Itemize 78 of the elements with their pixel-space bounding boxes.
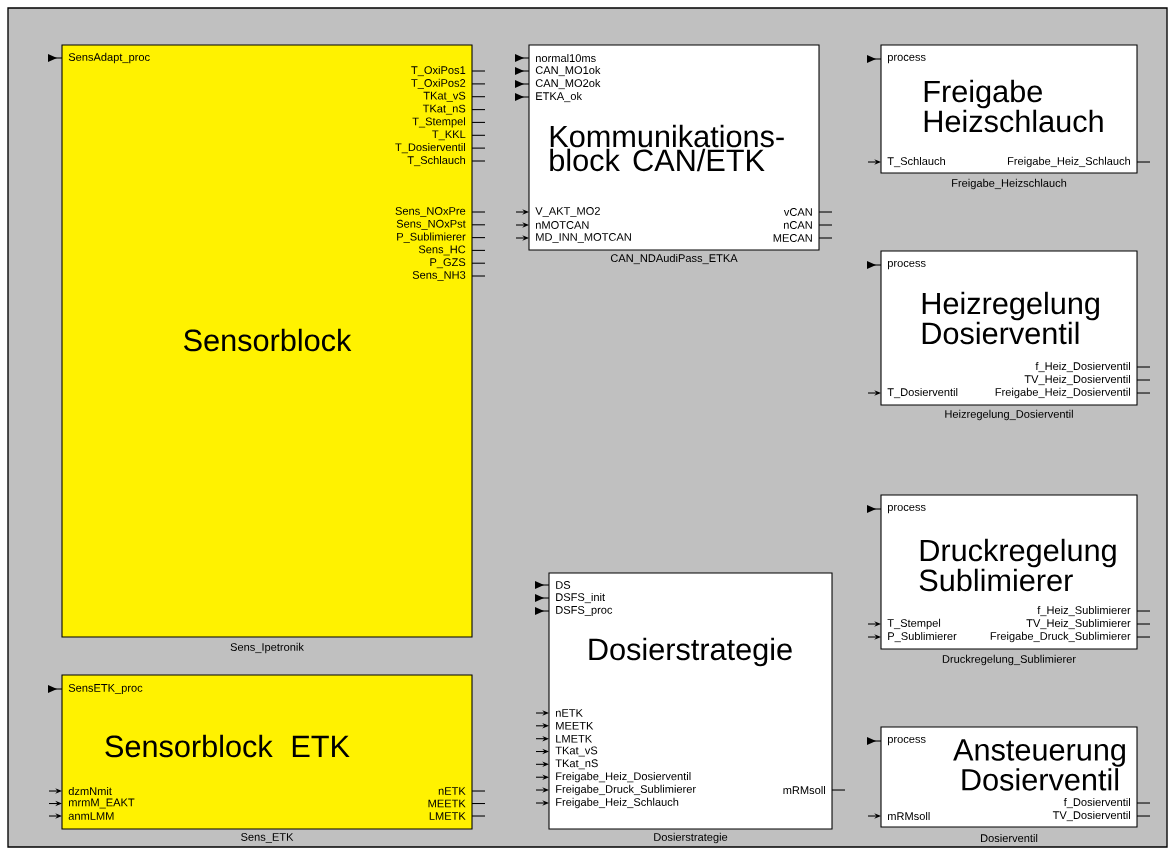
port-label: LMETK: [429, 812, 466, 820]
port-label: process: [888, 504, 926, 514]
port-label: nMOTCAN: [536, 221, 589, 229]
port-label: Freigabe_Heiz_Schlauch: [556, 797, 679, 809]
port-label: vCAN: [783, 208, 812, 216]
port-label: DSFS_init: [556, 592, 605, 604]
port-label: Sens_HC: [418, 245, 466, 256]
port-label: mRMsoll: [783, 785, 825, 795]
port-label: process: [888, 736, 926, 746]
block-name: Dosierstrategie: [654, 832, 728, 844]
port-label: ETKA_ok: [536, 91, 583, 103]
port-label: SensETK_proc: [68, 684, 143, 695]
port-label: LMETK: [556, 734, 593, 743]
port-label: T_Schlauch: [887, 156, 945, 168]
block-name: Dosierventil: [981, 833, 1038, 843]
port-label: TKat_nS: [422, 104, 466, 115]
port-label: T_KKL: [432, 130, 466, 141]
port-label: DSFS_proc: [556, 606, 613, 616]
port-label: anmLMM: [68, 812, 114, 820]
block-title: Heizregelung Dosierventil: [922, 291, 1099, 345]
port-label: normal10ms: [536, 53, 596, 63]
port-label: MECAN: [773, 234, 812, 242]
block-title: Dosierstrategie: [589, 637, 792, 667]
port-label: MEETK: [556, 722, 594, 730]
block-title: Druckregelung Sublimierer: [919, 538, 1116, 592]
block-title: Sensorblock ETK: [105, 734, 350, 758]
block-title: Sensorblock: [184, 328, 352, 352]
block-name: Heizregelung_Dosierventil: [945, 409, 1073, 421]
port-label: f_Dosierventil: [1063, 797, 1130, 809]
port-label: mRMsoll: [888, 811, 930, 821]
port-label: MD_INN_MOTCAN: [536, 233, 631, 243]
block-name: Sens_ETK: [241, 833, 294, 843]
block-name: Sens_Ipetronik: [230, 642, 304, 654]
port-label: TKat_vS: [555, 746, 598, 757]
port-label: f_Heiz_Dosierventil: [1035, 361, 1130, 373]
block-name: CAN_NDAudiPass_ETKA: [610, 253, 738, 265]
port-label: TKat_vS: [423, 91, 466, 102]
port-label: CAN_MO2ok: [535, 78, 601, 90]
block-name: Druckregelung_Sublimierer: [942, 654, 1076, 666]
port-label: TV_Heiz_Sublimierer: [1026, 618, 1131, 630]
port-label: Sens_NH3: [412, 271, 466, 281]
port-label: TKat_nS: [555, 759, 598, 770]
port-label: P_Sublimierer: [888, 631, 957, 643]
port-label: nETK: [438, 787, 466, 795]
port-label: T_OxiPos2: [411, 78, 466, 89]
port-label: Sens_NOxPst: [396, 219, 466, 230]
port-label: CAN_MO1ok: [535, 65, 601, 77]
port-label: Freigabe_Heiz_Dosierventil: [556, 772, 691, 783]
port-label: V_AKT_MO2: [535, 207, 600, 217]
port-label: P_Sublimierer: [397, 232, 466, 243]
port-label: SensAdapt_proc: [68, 52, 150, 64]
port-label: DS: [556, 581, 571, 589]
port-label: T_Stempel: [412, 117, 465, 128]
port-label: process: [888, 260, 926, 270]
port-label: T_Schlauch: [407, 155, 465, 167]
port-label: T_Dosierventil: [395, 143, 465, 154]
port-label: nETK: [556, 709, 583, 717]
block-title: Kommunikations- block CAN/ETK: [550, 124, 784, 172]
block-title: Freigabe Heizschlauch: [924, 79, 1103, 133]
port-label: T_OxiPos1: [411, 65, 466, 77]
block-name: Freigabe_Heizschlauch: [952, 178, 1067, 190]
port-label: Freigabe_Druck_Sublimierer: [556, 784, 696, 796]
port-label: T_Dosierventil: [887, 387, 958, 399]
port-label: T_Stempel: [887, 618, 941, 630]
port-label: f_Heiz_Sublimierer: [1037, 605, 1131, 617]
port-label: MEETK: [428, 799, 466, 808]
port-label: Freigabe_Heiz_Schlauch: [1008, 156, 1130, 168]
port-label: Sens_NOxPre: [395, 207, 466, 217]
port-label: TV_Dosierventil: [1052, 810, 1130, 822]
port-label: nCAN: [783, 221, 812, 229]
port-label: Freigabe_Druck_Sublimierer: [990, 631, 1131, 643]
port-label: TV_Heiz_Dosierventil: [1024, 374, 1130, 386]
block-title: Ansteuerung Dosierventil: [953, 739, 1125, 791]
port-label: dzmNmit: [68, 786, 112, 796]
port-label: Freigabe_Heiz_Dosierventil: [995, 387, 1130, 399]
port-label: mrmM_EAKT: [69, 798, 135, 809]
port-label: P_GZS: [430, 258, 466, 269]
port-label: process: [888, 54, 926, 64]
